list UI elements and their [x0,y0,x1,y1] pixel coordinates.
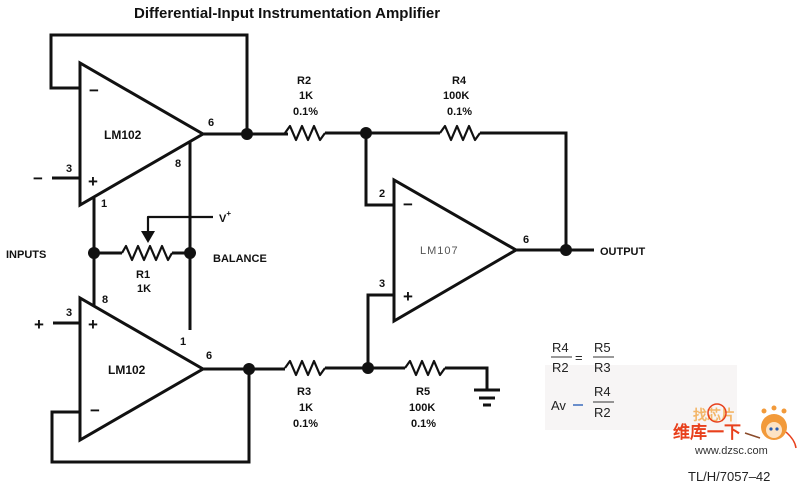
watermark-url: www.dzsc.com [694,445,768,457]
u3-noninverting-input-wire [366,293,394,368]
opamp-u3-pin-in-minus: 2 [379,188,385,200]
opamp-u3-plus-sign: + [403,287,413,306]
r2-value: 1K [299,90,313,102]
opamp-u1-minus-sign: − [89,81,99,100]
r5-resistor [404,359,446,377]
balance-label: BALANCE [213,253,267,265]
r4-resistor [439,124,481,142]
eq1-equals: = [575,350,583,365]
opamp-u1-part-label: LM102 [104,128,142,142]
input-plus-label: + [34,315,44,334]
opamp-u1-pin-8: 8 [175,158,181,170]
r1-wiper-arrow-icon [141,231,155,243]
opamp-u2-pin-1: 1 [180,336,186,348]
eq2-rhs-numerator: R4 [594,384,611,399]
watermark-mascot-icon [744,405,797,449]
opamp-u3-part-label: LM107 [420,245,459,257]
r4-value: 100K [443,90,469,102]
opamp-u3: LM107 − + 6 2 3 [379,177,529,324]
u3-inverting-input-wire [364,133,394,207]
r2-tolerance: 0.1% [293,106,318,118]
r3-resistor [284,359,326,377]
r1-value: 1K [137,283,151,295]
r1-wiper-wire [146,215,213,233]
figure-reference: TL/H/7057–42 [688,469,770,484]
eq1-lhs-denominator: R2 [552,360,569,375]
vplus-label: V+ [219,209,231,225]
r5-value: 100K [409,402,435,414]
eq2-lhs: Av [551,398,566,413]
opamp-u2-plus-sign: + [88,315,98,334]
ground-icon [474,388,500,407]
diagram-title: Differential-Input Instrumentation Ampli… [134,5,440,22]
r4-name: R4 [452,75,467,87]
opamp-u1-plus-sign: + [88,172,98,191]
r4-tolerance: 0.1% [447,106,472,118]
eq1-lhs-numerator: R4 [552,340,569,355]
r2-name: R2 [297,75,311,87]
eq1-rhs-numerator: R5 [594,340,611,355]
opamp-u2-minus-sign: − [90,401,100,420]
r5-name: R5 [416,386,430,398]
opamp-u2: LM102 + − 6 3 8 1 [66,294,212,443]
opamp-u1-pin-out: 6 [208,117,214,129]
input-minus-label: − [33,169,43,188]
opamp-u3-body [392,177,519,324]
junction-output [560,244,572,256]
eq1-rhs-denominator: R3 [594,360,611,375]
r2-resistor [284,124,326,142]
r3-tolerance: 0.1% [293,418,318,430]
opamp-u2-pin-8: 8 [102,294,108,306]
watermark-cn-text: 维库一下 [673,422,741,443]
opamp-u2-body [78,295,207,443]
junction-r1-right [184,247,196,259]
r1-name: R1 [136,269,150,281]
opamp-u1: LM102 − + 6 3 8 1 [66,60,214,210]
r1-resistor [121,244,173,262]
opamp-u3-minus-sign: − [403,195,413,214]
opamp-u1-pin-in-plus: 3 [66,163,72,175]
watermark-top-text: 找芯片 [693,407,735,424]
opamp-u1-body [78,60,207,208]
junction-r1-left [88,247,100,259]
opamp-u3-pin-in-plus: 3 [379,278,385,290]
watermark: 找芯片 维库一下 www.dzsc.com [673,403,797,457]
gain-equations: R4 R2 = R5 R3 Av R4 R2 [545,340,737,430]
r3-name: R3 [297,386,311,398]
r5-ground-wire [445,366,489,390]
eq2-rhs-denominator: R2 [594,405,611,420]
opamp-u2-pin-out: 6 [206,350,212,362]
equation-background [545,365,737,430]
opamp-u2-pin-in-plus: 3 [66,307,72,319]
junction-u2-out [243,363,255,375]
inputs-label: INPUTS [6,249,46,261]
u1-feedback-wire [49,33,249,134]
r3-value: 1K [299,402,313,414]
opamp-u1-pin-1: 1 [101,198,107,210]
u2-feedback-wire [50,369,251,464]
junction-u1-out [241,128,253,140]
r4-feedback-wire [480,131,568,250]
opamp-u2-part-label: LM102 [108,363,146,377]
r5-tolerance: 0.1% [411,418,436,430]
opamp-u3-pin-out: 6 [523,234,529,246]
watermark-chip-icon [707,403,727,423]
output-label: OUTPUT [600,246,646,258]
